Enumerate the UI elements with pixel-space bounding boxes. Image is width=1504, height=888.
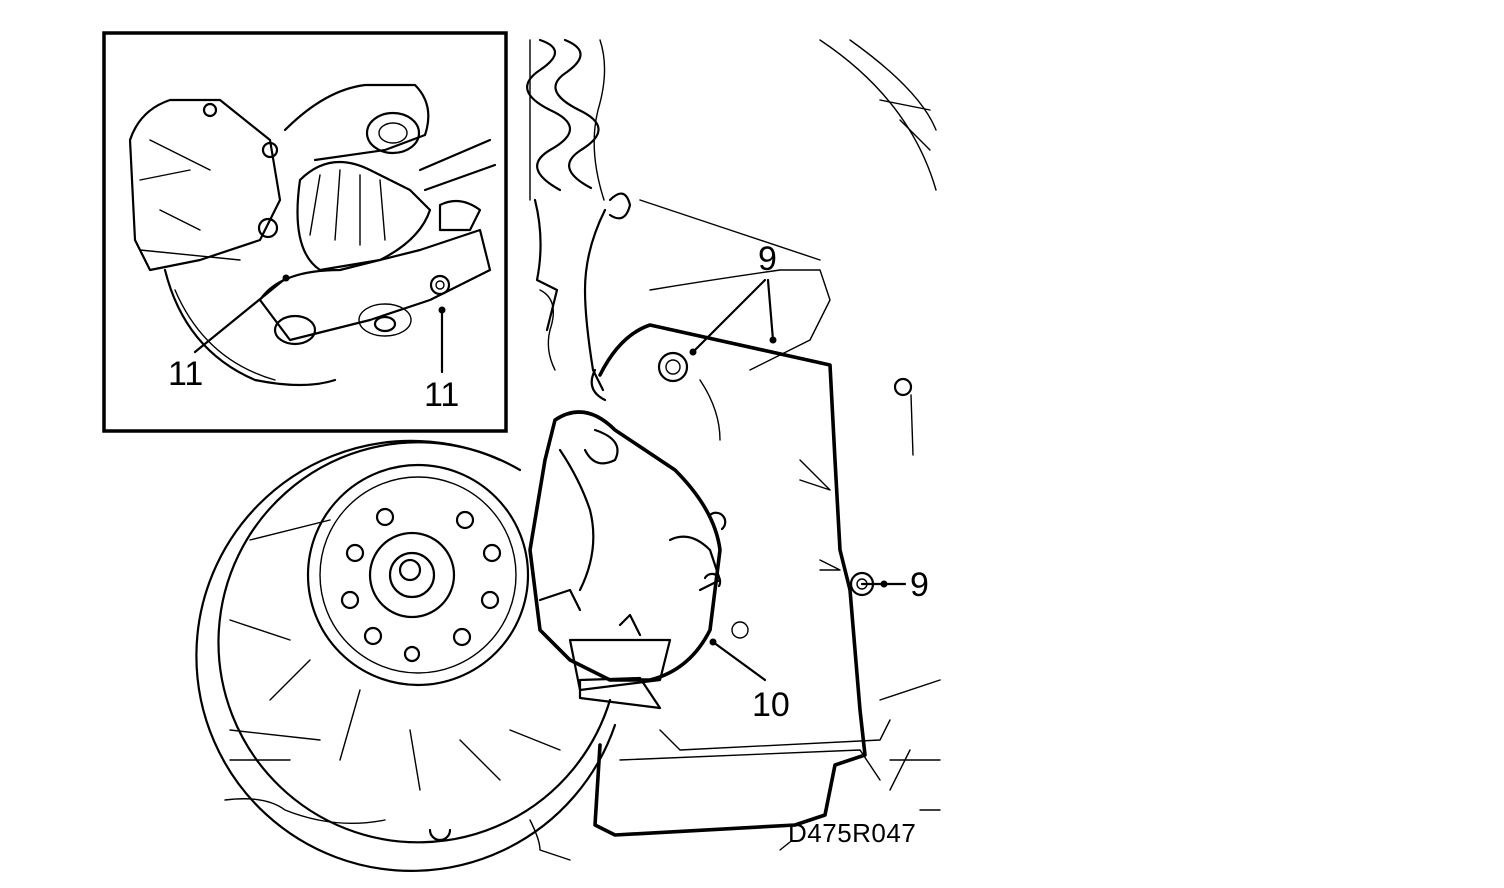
callout-10: 10: [752, 686, 790, 724]
coil-spring: [526, 38, 606, 371]
lower-frame: [224, 679, 941, 861]
brake-disc: [195, 439, 617, 872]
dust-shield: [593, 199, 891, 837]
callout-11-left: 11: [168, 355, 203, 393]
leader-lines: [689, 278, 907, 682]
inset-detail: 11 11: [102, 31, 508, 433]
callout-11-right: 11: [424, 376, 459, 414]
callout-9-upper: 9: [758, 240, 777, 278]
wheel-arch: [819, 39, 937, 191]
shield-screws: [657, 351, 914, 639]
callout-9-lower: 9: [910, 566, 929, 604]
inset-frame: [102, 31, 508, 433]
main-illustration: 9 9 10 D475R047: [195, 38, 941, 872]
sensor-wire: [583, 192, 632, 402]
brake-caliper: [528, 410, 727, 710]
figure-code: D475R047: [788, 818, 916, 848]
